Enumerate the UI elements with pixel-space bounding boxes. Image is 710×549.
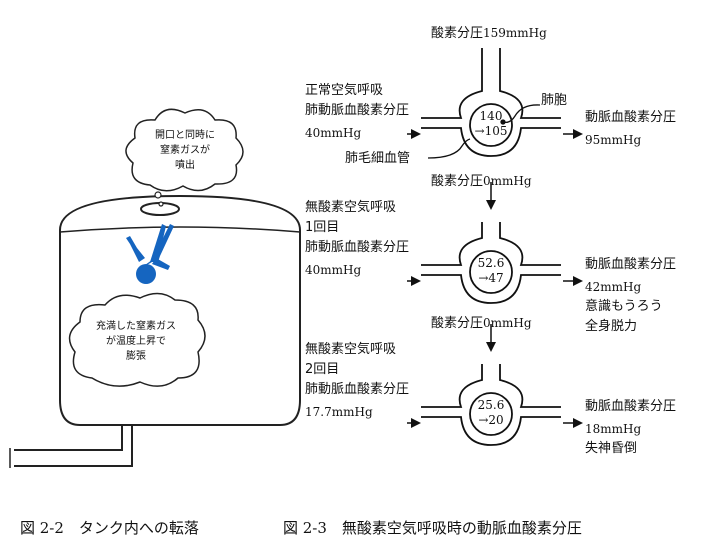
oxygen-pressure-label: 酸素分圧0mmHg [431,173,532,190]
alveolus-inner-top: 52.6 [477,256,505,270]
capillary-outline [421,364,561,446]
oxygen-label: 酸素分圧 [431,316,484,331]
right-title: 動脈血酸素分圧 [585,399,677,414]
right-value: 18mmHg [585,422,642,436]
oxygen-label: 酸素分圧 [431,26,484,41]
flow-arrows [407,324,583,428]
cloud-gas-expansion [68,292,206,387]
oxygen-pressure-label: 酸素分圧0mmHg [431,315,532,332]
left-value: 40mmHg [305,126,362,140]
alveolus-stages [407,48,583,446]
alveolus-inner-top: 140 [479,109,503,123]
cloud-bottom-line: 膨張 [126,351,146,362]
right-value: 42mmHg [585,280,642,294]
oxygen-value: 0mmHg [483,174,532,188]
left-label-line: 無酸素空気呼吸 [305,342,397,357]
right-value: 95mmHg [585,133,642,147]
cloud-top-line: 窒素ガスが [160,145,210,156]
capillary-outline [421,222,561,304]
label-leaders [427,104,541,159]
alveolus-inner-bottom: →105 [474,124,508,138]
caption-figure-2-3: 図 2-3 無酸素空気呼吸時の動脈血酸素分圧 [283,519,582,537]
alveolus-inner-top: 25.6 [477,398,505,412]
alveolus-circle [469,392,513,436]
capillary-outline [421,48,561,157]
right-title: 動脈血酸素分圧 [585,257,677,272]
left-label-line: 2回目 [305,362,340,377]
cloud-top-line: 開口と同時に [155,130,215,141]
right-note: 意識もうろう [585,299,663,314]
oxygen-value: 0mmHg [483,316,532,330]
left-label-line: 肺動脈血酸素分圧 [305,103,410,118]
left-label-line: 無酸素空気呼吸 [305,200,397,215]
oxygen-pressure-label: 酸素分圧159mmHg [431,25,547,42]
cloud-top-text: 開口と同時に 窒素ガスが 噴出 [133,128,237,173]
alveolus-label: 肺胞 [541,93,568,108]
alveolus-circle [469,103,513,147]
right-note: 失神昏倒 [585,441,638,456]
left-label-line: 肺動脈血酸素分圧 [305,240,410,255]
alveolus-stage-3 [407,324,583,446]
right-note: 全身脱力 [585,319,638,334]
cloud-bottom-line: が温度上昇で [106,336,166,347]
capillary-label: 肺毛細血管 [345,151,411,166]
alveolus-inner-bottom: →20 [478,413,504,427]
alveolus-inner-bottom: →47 [478,271,504,285]
cloud-gas-release [125,108,244,207]
left-label-line: 1回目 [305,220,340,235]
right-title: 動脈血酸素分圧 [585,110,677,125]
cloud-bottom-line: 充満した窒素ガス [96,321,176,332]
caption-figure-2-2: 図 2-2 タンク内への転落 [20,519,199,537]
alveolus-stage-2 [407,182,583,304]
left-value: 40mmHg [305,263,362,277]
left-value: 17.7mmHg [305,405,373,419]
cloud-top-line: 噴出 [175,160,195,171]
alveolus-stage-1 [407,48,583,157]
flow-arrows [407,182,583,286]
falling-person-icon [126,224,174,284]
alveolus-circle [469,250,513,294]
oxygen-value: 159mmHg [483,26,547,40]
oxygen-label: 酸素分圧 [431,174,484,189]
left-label-line: 正常空気呼吸 [305,83,384,98]
left-label-line: 肺動脈血酸素分圧 [305,382,410,397]
cloud-bottom-text: 充満した窒素ガス が温度上昇で 膨張 [74,319,198,364]
